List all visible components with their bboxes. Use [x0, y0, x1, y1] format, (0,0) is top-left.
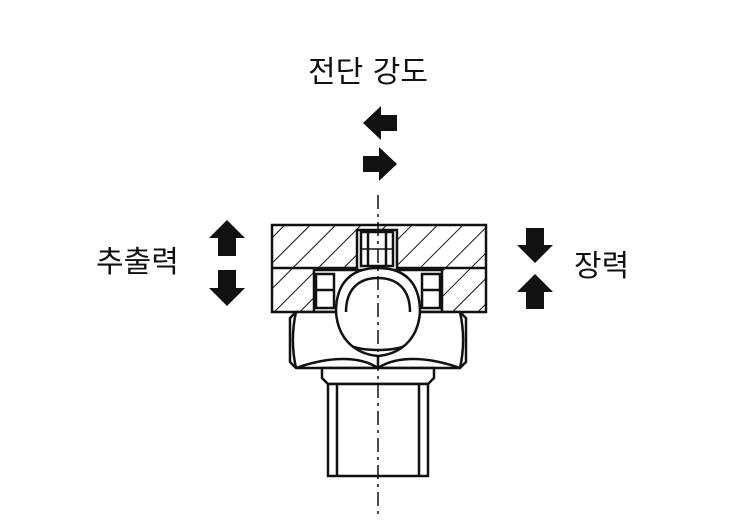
arrow-up-icon: [517, 274, 553, 309]
arrow-left-icon: [363, 106, 397, 140]
pull-out-arrows: [209, 220, 245, 306]
hex-nut: [288, 310, 468, 370]
arrow-down-icon: [517, 228, 553, 263]
shear-strength-label: 전단 강도: [308, 55, 428, 90]
inner-screw: [359, 230, 395, 268]
shank: [326, 382, 430, 478]
tension-label: 장력: [574, 249, 630, 284]
arrow-up-icon: [209, 220, 245, 256]
arrow-right-icon: [363, 147, 397, 181]
tension-arrows: [517, 228, 553, 309]
pull-out-force-label: 추출력: [96, 245, 179, 280]
shear-arrows: [363, 106, 397, 181]
arrow-down-icon: [209, 270, 245, 306]
side-pins: [314, 272, 442, 310]
